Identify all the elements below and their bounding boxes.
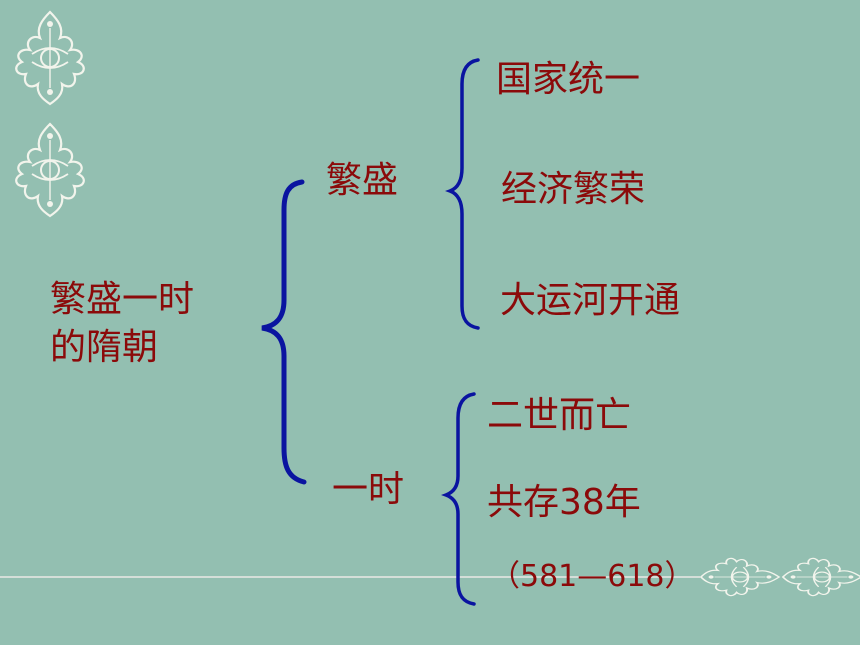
leaf-item: 共存38年 [487, 482, 641, 523]
ornament-flourish-icon [699, 557, 781, 597]
main-brace [261, 179, 307, 485]
leaf-item: 国家统一 [496, 59, 641, 100]
root-title-line2: 的隋朝 [50, 326, 159, 368]
leaf-item: 经济繁荣 [501, 169, 646, 210]
branch-label-brief: 一时 [332, 469, 405, 510]
ornament-flourish-icon [15, 10, 85, 106]
ornament-flourish-icon [781, 557, 860, 597]
ornament-flourish-icon [15, 122, 85, 218]
branch-label-prosperity: 繁盛 [326, 160, 399, 201]
lower-brace [441, 392, 476, 606]
root-title-line1: 繁盛一时 [50, 279, 195, 320]
root-title: 繁盛一时 的隋朝 [50, 276, 194, 372]
leaf-item-years: （581—618） [490, 559, 695, 594]
leaf-item: 二世而亡 [487, 395, 632, 436]
leaf-item: 大运河开通 [500, 280, 681, 321]
upper-brace [445, 58, 480, 330]
